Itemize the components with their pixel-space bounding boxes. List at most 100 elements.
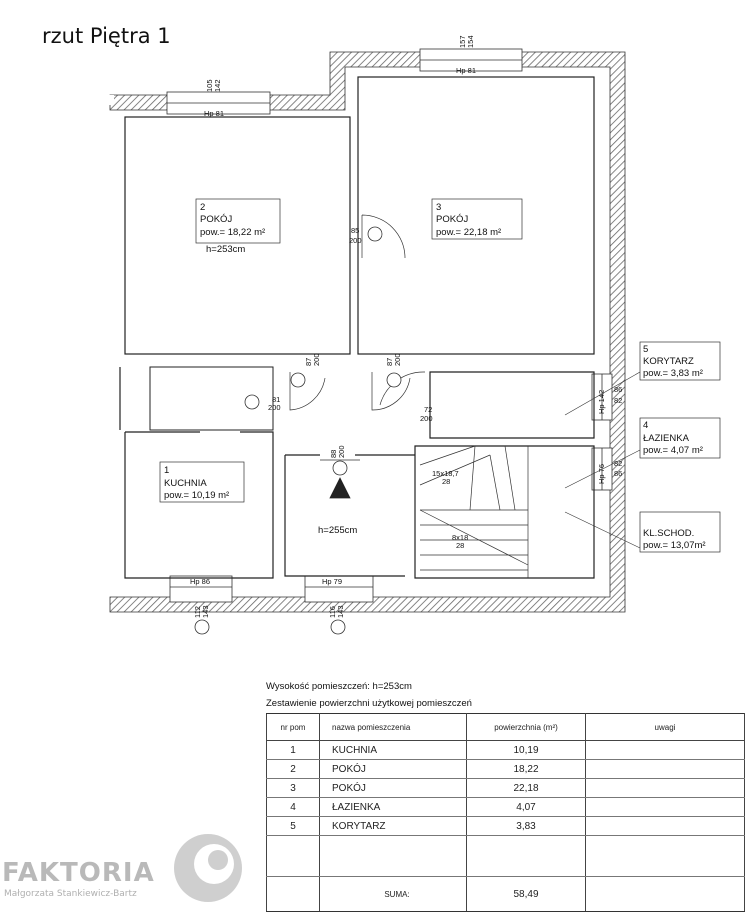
door-dim: 72 [424,405,432,414]
room-number: 4 [643,420,648,431]
cell-notes [585,778,745,798]
room-area: pow.= 22,18 m² [436,227,501,238]
window-label: Hp 81 [204,109,224,118]
window-label: Hp 142 [597,390,606,414]
room-height: h=255cm [318,525,357,536]
outer-walls [104,51,626,613]
cell-nr: 3 [266,778,320,798]
room-area: pow.= 3,83 m² [643,368,703,379]
room-area: pow.= 10,19 m² [164,490,229,501]
stair-label: 8x18 [452,533,468,542]
room-name: KL.SCHOD. [643,528,694,539]
doors [289,214,426,461]
stair-label: 28 [442,477,450,486]
window-dim: 143 [336,605,345,618]
table-row: 5 KORYTARZ 3,83 [266,816,745,836]
cell-notes [585,876,745,912]
room-name: KORYTARZ [643,356,694,367]
door-labels: 85 200 87 200 87 200 81 200 72 200 88 20… [268,226,433,458]
cell-area [466,835,586,877]
window-dim: 105 [205,79,214,92]
cell-nr [266,835,320,877]
door-dim: 88 [329,450,338,458]
door-dim: 85 [351,226,359,235]
header-name: nazwa pomieszczenia [319,713,467,741]
window-dim: 116 [328,606,337,618]
door-dim: 200 [420,414,433,423]
cell-notes [585,816,745,836]
cell-notes [585,835,745,877]
stairs [419,445,529,578]
cell-name: KORYTARZ [319,816,467,836]
door-dim: 87 [385,358,394,366]
section-markers [194,226,402,635]
room-area: pow.= 18,22 m² [200,227,265,238]
cell-name [319,835,467,877]
window-dim: 154 [466,35,475,48]
notes: Wysokość pomieszczeń: h=253cm Zestawieni… [266,678,472,712]
room-number: 2 [200,202,205,213]
room-name: POKÓJ [200,214,232,225]
stair-label: 15x18,7 [432,469,459,478]
window-dim: 112 [193,606,202,618]
door-dim: 200 [268,403,281,412]
window-dim: 143 [201,605,210,618]
table-row: 1 KUCHNIA 10,19 [266,740,745,760]
area-table: nr pom nazwa pomieszczenia powierzchnia … [266,713,745,912]
cell-notes [585,797,745,817]
cell-nr: 4 [266,797,320,817]
cell-name: POKÓJ [319,778,467,798]
room-number: 5 [643,344,648,355]
window-dim: 82 [614,459,622,468]
window-label: Hp 81 [456,66,476,75]
logo-subtitle: Małgorzata Stankiewicz-Bartz [4,889,137,899]
room-height: h=253cm [206,244,245,255]
window-dim: 86 [614,385,622,394]
window-dim: 86 [614,469,622,478]
cell-area: 22,18 [466,778,586,798]
cell-name: POKÓJ [319,759,467,779]
cell-nr: 1 [266,740,320,760]
leader-lines [564,371,641,549]
cell-notes [585,740,745,760]
table-row: 2 POKÓJ 18,22 [266,759,745,779]
height-note: Wysokość pomieszczeń: h=253cm [266,681,412,692]
room-area: pow.= 4,07 m² [643,445,703,456]
header-area: powierzchnia (m²) [466,713,586,741]
floor-plan: Hp 81 105 142 Hp 81 157 154 Hp 86 112 14… [104,35,721,635]
room-area: pow.= 13,07m² [643,540,706,551]
summary-title: Zestawienie powierzchni użytkowej pomies… [266,698,472,709]
stair-label: 28 [456,541,464,550]
table-row: 3 POKÓJ 22,18 [266,778,745,798]
page-title: rzut Piętra 1 [42,24,171,48]
cell-nr: 2 [266,759,320,779]
window-dim: 82 [614,396,622,405]
cell-name: ŁAZIENKA [319,797,467,817]
table-row: 4 ŁAZIENKA 4,07 [266,797,745,817]
cell-notes [585,759,745,779]
window-label: Hp 79 [322,577,342,586]
cell-nr: 5 [266,816,320,836]
cell-nr [266,876,320,912]
room-label-boxes [159,198,721,553]
door-dim: 200 [393,353,402,366]
window-dim: 142 [213,79,222,92]
cell-name: KUCHNIA [319,740,467,760]
room-name: KUCHNIA [164,478,207,489]
door-dim: 200 [337,445,346,458]
logo-name: FAKTORIA [2,858,155,888]
cell-area: 3,83 [466,816,586,836]
room-number: 1 [164,465,169,476]
room-number: 3 [436,202,441,213]
cell-area: 18,22 [466,759,586,779]
window-labels: Hp 81 105 142 Hp 81 157 154 Hp 86 112 14… [190,35,622,618]
door-dim: 81 [272,395,280,404]
room-name: POKÓJ [436,214,468,225]
sum-label: SUMA: [319,876,467,912]
table-row [266,835,745,877]
room-labels: 2 POKÓJ pow.= 18,22 m² h=253cm 3 POKÓJ p… [164,202,706,551]
header-notes: uwagi [585,713,745,741]
door-dim: 200 [312,353,321,366]
door-dim: 87 [304,358,313,366]
sum-row: SUMA: 58,49 [266,876,745,912]
